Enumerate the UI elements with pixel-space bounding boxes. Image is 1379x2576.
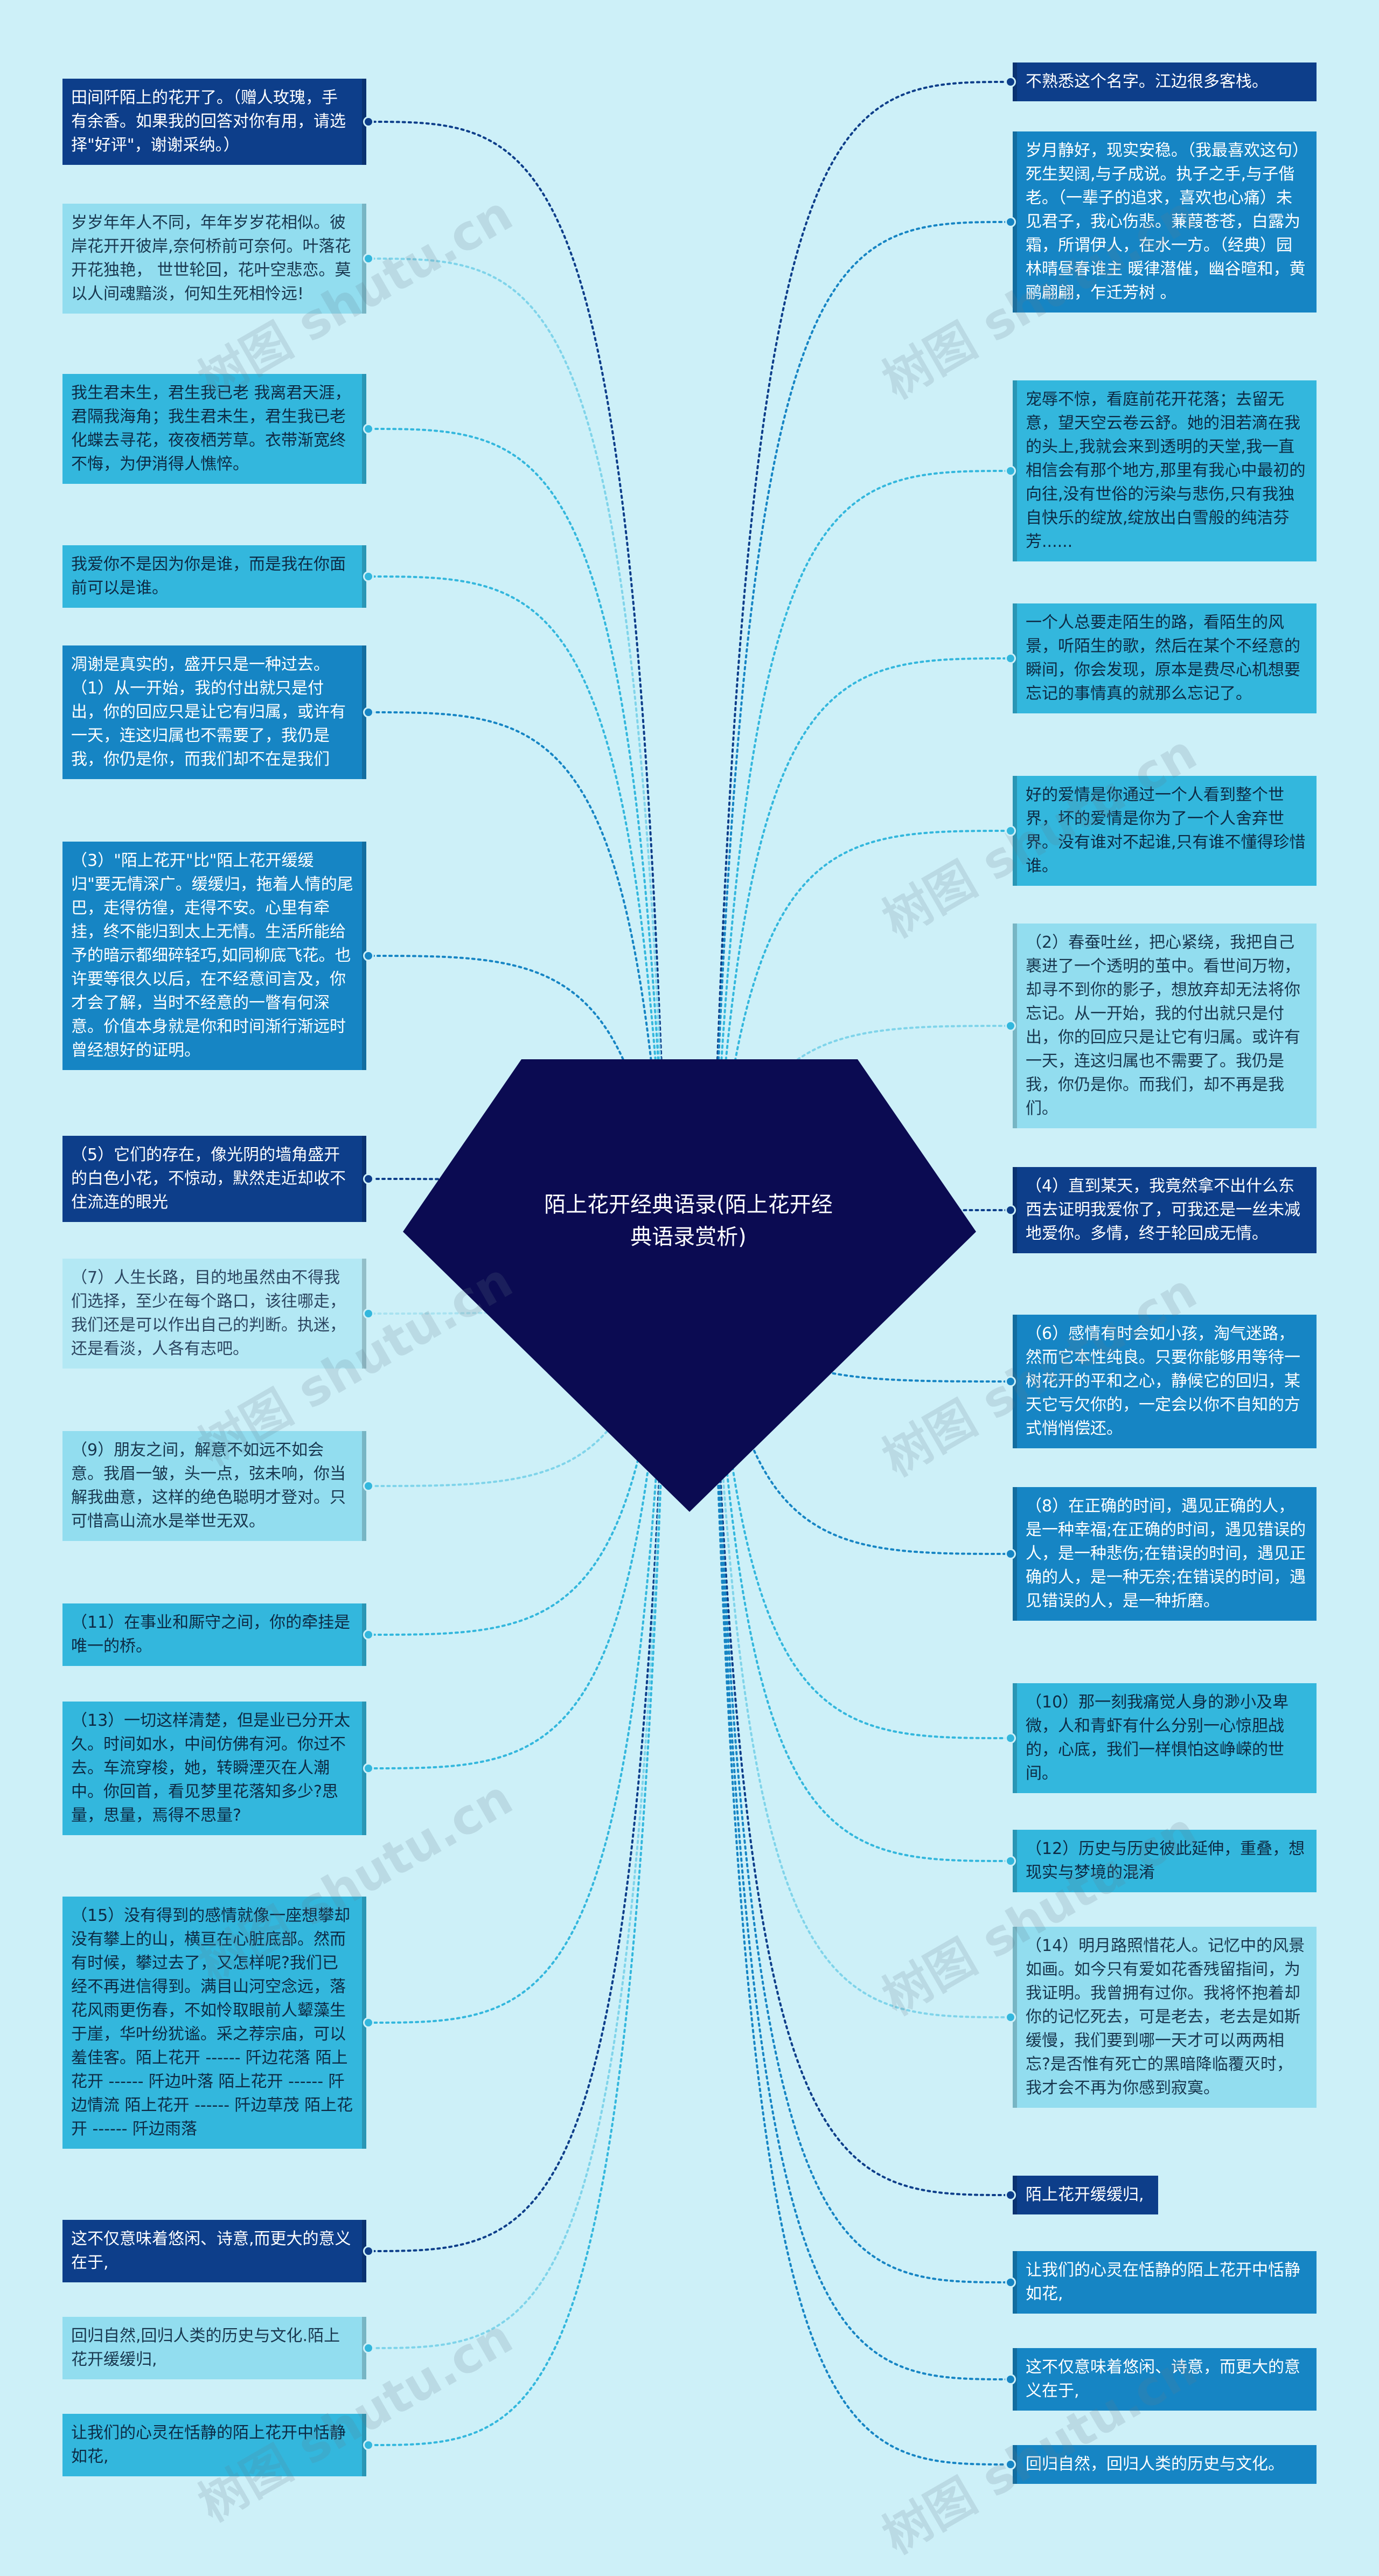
right-topic-9-text: （8）在正确的时间，遇见正确的人，是一种幸福;在正确的时间，遇见错误的人，是一种… (1026, 1497, 1306, 1610)
right-topic-12[interactable]: （14）明月路照惜花人。记忆中的风景如画。如今只有爱如花香残留指间，为我证明。我… (1013, 1927, 1317, 2108)
connector-dot (1005, 825, 1016, 836)
connector-dot (363, 2017, 374, 2028)
right-topic-6[interactable]: （2）春蚕吐丝，把心紧绕，我把自己裹进了一个透明的茧中。看世间万物，却寻不到你的… (1013, 924, 1317, 1128)
left-topic-6-text: （3）"陌上花开"比"陌上花开缓缓归"要无情深广。缓缓归，拖着人情的尾巴，走得彷… (71, 851, 353, 1060)
left-topic-8-text: （7）人生长路，目的地虽然由不得我们选择，至少在每个路口，该往哪走，我们还是可以… (71, 1268, 346, 1358)
left-topic-1[interactable]: 田间阡陌上的花开了。（赠人玫瑰，手有余香。如果我的回答对你有用，请选择"好评"，… (62, 79, 366, 165)
right-topic-14-text: 让我们的心灵在恬静的陌上花开中恬静如花, (1026, 2261, 1300, 2303)
connector-dot (1005, 466, 1016, 476)
central-topic-shape (403, 1059, 976, 1512)
connector-dot (363, 1481, 374, 1491)
left-topic-15[interactable]: 让我们的心灵在恬静的陌上花开中恬静如花, (62, 2414, 366, 2476)
connector-dot (1005, 1549, 1016, 1559)
connector-dot (363, 1174, 374, 1184)
left-topic-11-text: （13）一切这样清楚，但是业已分开太久。时间如水，中间仿佛有河。你过不去。车流穿… (71, 1711, 351, 1825)
left-topic-14[interactable]: 回归自然,回归人类的历史与文化.陌上花开缓缓归, (62, 2317, 366, 2379)
right-topic-3-text: 宠辱不惊，看庭前花开花落；去留无意，望天空云卷云舒。她的泪若滴在我的头上,我就会… (1026, 390, 1306, 551)
central-topic-title: 陌上花开经典语录(陌上花开经典语录赏析) (544, 1192, 833, 1249)
connector-dot (363, 1763, 374, 1774)
connector-dot (363, 423, 374, 434)
left-topic-10-text: （11）在事业和厮守之间，你的牵挂是唯一的桥。 (71, 1613, 351, 1656)
left-topic-6[interactable]: （3）"陌上花开"比"陌上花开缓缓归"要无情深广。缓缓归，拖着人情的尾巴，走得彷… (62, 842, 366, 1070)
connector-dot (363, 1629, 374, 1640)
connector-dot (1005, 2190, 1016, 2200)
connector-dot (363, 253, 374, 264)
connector-dot (1005, 2277, 1016, 2288)
left-topic-8[interactable]: （7）人生长路，目的地虽然由不得我们选择，至少在每个路口，该往哪走，我们还是可以… (62, 1259, 366, 1369)
left-topic-4-text: 我爱你不是因为你是谁，而是我在你面前可以是谁。 (71, 555, 346, 598)
right-topic-15-text: 这不仅意味着悠闲、诗意，而更大的意义在于, (1026, 2358, 1300, 2400)
left-topic-13[interactable]: 这不仅意味着悠闲、诗意,而更大的意义在于, (62, 2220, 366, 2282)
right-topic-5[interactable]: 好的爱情是你通过一个人看到整个世界，坏的爱情是你为了一个人舍弃世界。没有谁对不起… (1013, 776, 1317, 886)
left-topic-5[interactable]: 凋谢是真实的，盛开只是一种过去。（1）从一开始，我的付出就只是付出，你的回应只是… (62, 645, 366, 779)
central-topic[interactable]: 陌上花开经典语录(陌上花开经典语录赏析) (403, 1059, 976, 1512)
connector-dot (363, 571, 374, 582)
connector-dot (1005, 653, 1016, 664)
left-topic-14-text: 回归自然,回归人类的历史与文化.陌上花开缓缓归, (71, 2327, 340, 2369)
right-topic-13-text: 陌上花开缓缓归, (1026, 2185, 1144, 2204)
connector-dot (1005, 1856, 1016, 1866)
connector-dot (1005, 77, 1016, 87)
right-topic-4[interactable]: 一个人总要走陌生的路，看陌生的风景，听陌生的歌，然后在某个不经意的瞬间，你会发现… (1013, 603, 1317, 713)
connector-dot (363, 707, 374, 718)
connector-dot (1005, 2012, 1016, 2023)
connector-dot (363, 116, 374, 127)
right-topic-10[interactable]: （10）那一刻我痛觉人身的渺小及卑微，人和青虾有什么分别一心惊胆战的，心底，我们… (1013, 1683, 1317, 1793)
right-topic-7-text: （4）直到某天，我竟然拿不出什么东西去证明我爱你了，可我还是一丝未减地爱你。多情… (1026, 1177, 1300, 1243)
right-topic-5-text: 好的爱情是你通过一个人看到整个世界，坏的爱情是你为了一个人舍弃世界。没有谁对不起… (1026, 786, 1306, 876)
connector-dot (1005, 2459, 1016, 2470)
left-topic-11[interactable]: （13）一切这样清楚，但是业已分开太久。时间如水，中间仿佛有河。你过不去。车流穿… (62, 1702, 366, 1835)
connector-dot (1005, 217, 1016, 227)
left-topic-4[interactable]: 我爱你不是因为你是谁，而是我在你面前可以是谁。 (62, 545, 366, 608)
left-topic-1-text: 田间阡陌上的花开了。（赠人玫瑰，手有余香。如果我的回答对你有用，请选择"好评"，… (71, 88, 346, 155)
right-topic-9[interactable]: （8）在正确的时间，遇见正确的人，是一种幸福;在正确的时间，遇见错误的人，是一种… (1013, 1487, 1317, 1621)
left-topic-13-text: 这不仅意味着悠闲、诗意,而更大的意义在于, (71, 2230, 351, 2272)
left-topic-15-text: 让我们的心灵在恬静的陌上花开中恬静如花, (71, 2424, 346, 2466)
left-topic-9[interactable]: （9）朋友之间，解意不如远不如会意。我眉一皱，头一点，弦未响，你当解我曲意，这样… (62, 1431, 366, 1541)
connector-dot (1005, 2374, 1016, 2385)
connector-dot (363, 950, 374, 961)
connector-dot (363, 1308, 374, 1319)
left-topic-9-text: （9）朋友之间，解意不如远不如会意。我眉一皱，头一点，弦未响，你当解我曲意，这样… (71, 1441, 346, 1531)
right-topic-11-text: （12）历史与历史彼此延伸，重叠，想现实与梦境的混淆 (1026, 1839, 1305, 1882)
left-topic-7-text: （5）它们的存在，像光阴的墙角盛开的白色小花，不惊动，默然走近却收不住流连的眼光 (71, 1145, 346, 1212)
central-topic-polygon (403, 1059, 976, 1512)
left-topic-5-text: 凋谢是真实的，盛开只是一种过去。（1）从一开始，我的付出就只是付出，你的回应只是… (71, 655, 346, 769)
right-topic-6-text: （2）春蚕吐丝，把心紧绕，我把自己裹进了一个透明的茧中。看世间万物，却寻不到你的… (1026, 933, 1300, 1118)
connector-dot (1005, 1733, 1016, 1744)
left-topic-2-text: 岁岁年年人不同，年年岁岁花相似。彼岸花开开彼岸,奈何桥前可奈何。叶落花开花独艳，… (71, 213, 351, 303)
left-topic-7[interactable]: （5）它们的存在，像光阴的墙角盛开的白色小花，不惊动，默然走近却收不住流连的眼光 (62, 1136, 366, 1222)
right-topic-7[interactable]: （4）直到某天，我竟然拿不出什么东西去证明我爱你了，可我还是一丝未减地爱你。多情… (1013, 1167, 1317, 1253)
right-topic-10-text: （10）那一刻我痛觉人身的渺小及卑微，人和青虾有什么分别一心惊胆战的，心底，我们… (1026, 1693, 1289, 1783)
right-topic-12-text: （14）明月路照惜花人。记忆中的风景如画。如今只有爱如花香残留指间，为我证明。我… (1026, 1936, 1305, 2098)
right-topic-8-text: （6）感情有时会如小孩，淘气迷路，然而它本性纯良。只要你能够用等待一树花开的平和… (1026, 1324, 1300, 1438)
left-topic-12-text: （15）没有得到的感情就像一座想攀却没有攀上的山，横亘在心脏底部。然而有时候，攀… (71, 1906, 353, 2138)
left-topic-3[interactable]: 我生君未生，君生我已老 我离君天涯，君隔我海角；我生君未生，君生我已老 化蝶去寻… (62, 374, 366, 484)
right-topic-3[interactable]: 宠辱不惊，看庭前花开花落；去留无意，望天空云卷云舒。她的泪若滴在我的头上,我就会… (1013, 380, 1317, 561)
right-topic-1-text: 不熟悉这个名字。江边很多客栈。 (1026, 72, 1268, 91)
right-topic-16-text: 回归自然，回归人类的历史与文化。 (1026, 2455, 1284, 2474)
connector-dot (363, 2343, 374, 2353)
right-topic-14[interactable]: 让我们的心灵在恬静的陌上花开中恬静如花, (1013, 2251, 1317, 2314)
connector-dot (1005, 1205, 1016, 1216)
connector-dot (1005, 1020, 1016, 1031)
connector-dot (363, 2246, 374, 2256)
connector-dot (363, 2440, 374, 2450)
left-topic-10[interactable]: （11）在事业和厮守之间，你的牵挂是唯一的桥。 (62, 1603, 366, 1666)
left-topic-12[interactable]: （15）没有得到的感情就像一座想攀却没有攀上的山，横亘在心脏底部。然而有时候，攀… (62, 1897, 366, 2149)
right-topic-4-text: 一个人总要走陌生的路，看陌生的风景，听陌生的歌，然后在某个不经意的瞬间，你会发现… (1026, 613, 1300, 703)
right-topic-2-text: 岁月静好，现实安稳。（我最喜欢这句）死生契阔,与子成说。执子之手,与子偕老。（一… (1026, 141, 1306, 302)
left-topic-2[interactable]: 岁岁年年人不同，年年岁岁花相似。彼岸花开开彼岸,奈何桥前可奈何。叶落花开花独艳，… (62, 204, 366, 314)
left-topic-3-text: 我生君未生，君生我已老 我离君天涯，君隔我海角；我生君未生，君生我已老 化蝶去寻… (71, 384, 351, 474)
right-topic-1[interactable]: 不熟悉这个名字。江边很多客栈。 (1013, 63, 1317, 101)
connector-dot (1005, 1376, 1016, 1387)
right-topic-13[interactable]: 陌上花开缓缓归, (1013, 2176, 1158, 2214)
right-topic-16[interactable]: 回归自然，回归人类的历史与文化。 (1013, 2445, 1317, 2484)
